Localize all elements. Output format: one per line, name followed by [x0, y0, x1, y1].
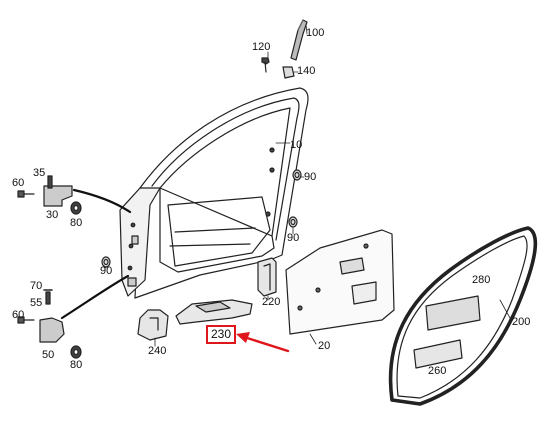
pad-280	[425, 295, 481, 331]
label-220: 220	[262, 296, 281, 308]
label-10: 10	[290, 139, 303, 151]
label-50: 50	[42, 349, 55, 361]
label-230-highlighted: 230	[206, 325, 237, 344]
label-70: 70	[30, 280, 43, 292]
label-100: 100	[306, 27, 325, 39]
label-240: 240	[148, 345, 167, 357]
label-20: 20	[318, 340, 331, 352]
label-280: 280	[472, 274, 491, 286]
door-frame	[119, 87, 309, 299]
window-trim-strip	[290, 19, 308, 61]
label-60-upper: 60	[12, 177, 25, 189]
label-80-lower: 80	[70, 359, 83, 371]
pad-260	[413, 339, 463, 369]
clip-140	[282, 66, 295, 79]
label-60-lower: 60	[12, 309, 25, 321]
grommet-90-upper	[292, 169, 302, 181]
label-260: 260	[428, 365, 447, 377]
bracket-220	[257, 257, 277, 297]
label-140: 140	[297, 65, 316, 77]
grommet-90-lower	[101, 256, 111, 268]
upper-hinge	[17, 175, 82, 215]
label-200: 200	[512, 316, 531, 328]
screw-120	[261, 57, 270, 73]
label-90-middle: 90	[287, 232, 300, 244]
label-90-upper: 90	[304, 171, 317, 183]
door-panel-20	[285, 229, 395, 335]
bracket-240	[137, 309, 169, 341]
label-80-upper: 80	[70, 217, 83, 229]
lower-hinge	[17, 289, 82, 359]
leader-lines	[103, 23, 511, 347]
grommet-90-middle	[288, 216, 298, 228]
label-90-lower: 90	[100, 265, 113, 277]
label-55: 55	[30, 297, 43, 309]
bracket-230	[175, 299, 253, 325]
label-30: 30	[46, 209, 59, 221]
highlight-arrow	[236, 332, 290, 353]
label-120: 120	[252, 41, 271, 53]
label-35: 35	[33, 167, 46, 179]
